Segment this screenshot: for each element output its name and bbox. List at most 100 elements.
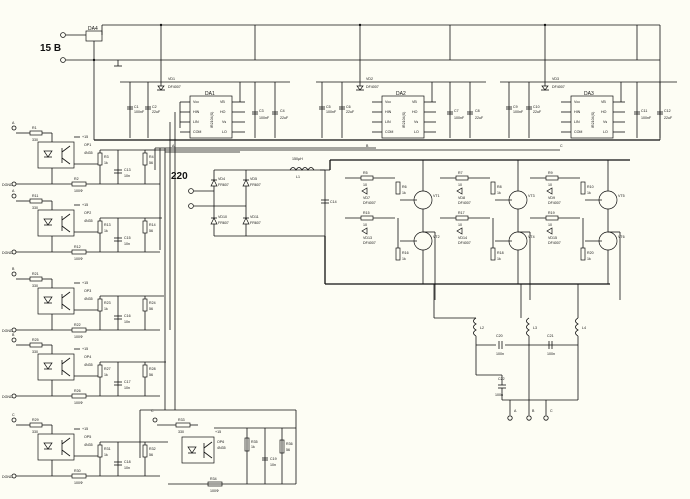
diode-icon <box>546 227 553 235</box>
resistor-label: R12 <box>74 245 81 249</box>
diode-type: DF4007 <box>366 85 379 89</box>
diode-type: FR607 <box>218 183 229 187</box>
output-terminal-a[interactable] <box>507 415 513 421</box>
resistor-collector <box>97 298 103 312</box>
cap-value: 10n <box>124 386 130 390</box>
mains-terminal-1[interactable] <box>188 188 194 194</box>
plus15-terminal[interactable] <box>60 32 66 38</box>
gnd15-terminal[interactable] <box>60 57 66 63</box>
resistor-label: R28 <box>149 367 156 371</box>
diode-icon <box>541 85 549 91</box>
diode-type: DF4007 <box>548 201 561 205</box>
cap-label: C14 <box>330 200 337 204</box>
cap-label: C6 <box>346 105 351 109</box>
mains-label: 220 <box>171 171 188 182</box>
resistor-in <box>29 130 43 136</box>
pin-label: Vcc <box>574 100 580 104</box>
resistor-value: 10 <box>458 223 462 227</box>
gnd-terminal[interactable] <box>11 473 17 479</box>
gnd-terminal[interactable] <box>11 393 17 399</box>
pin-label: Vs <box>414 120 418 124</box>
transistor-label: VT1 <box>433 194 440 198</box>
cap-label: C18 <box>124 460 131 464</box>
mains-terminal-2[interactable] <box>188 203 194 209</box>
pin-label: LIN <box>574 120 580 124</box>
cap-label: C20 <box>496 334 503 338</box>
opto-type: 4N35 <box>84 363 93 367</box>
pin-label: HO <box>412 110 418 114</box>
diode-label: VD5 <box>250 177 257 181</box>
transistor-label: VT4 <box>528 235 535 239</box>
bus-label: A <box>172 144 175 148</box>
input-terminal[interactable] <box>11 417 17 423</box>
resistor-collector <box>97 364 103 378</box>
output-terminal-b[interactable] <box>526 415 532 421</box>
resistor-value: 1k <box>587 257 591 261</box>
resistor-value: 10 <box>363 183 367 187</box>
driver-ref: DA2 <box>396 91 406 97</box>
gnd-terminal[interactable] <box>11 327 17 333</box>
input-terminal[interactable] <box>11 271 17 277</box>
gnd-terminal[interactable] <box>11 181 17 187</box>
cap-value: 100nF <box>454 116 465 120</box>
resistor-value: 10 <box>548 223 552 227</box>
phase-label: B <box>532 409 535 413</box>
resistor-value: 1k <box>587 191 591 195</box>
resistor-series <box>142 364 148 378</box>
pin-label: VB <box>220 100 225 104</box>
pin-label: LO <box>603 130 608 134</box>
cap-label: C10 <box>533 105 540 109</box>
half-bridges: R510VD7DF4007R61kVT1R1510VD13DF4007R161k… <box>345 160 625 300</box>
cap-value: 100n <box>496 352 504 356</box>
cap-value: 22uF <box>152 110 161 114</box>
resistor-label: R9 <box>548 171 553 175</box>
pulldown-high <box>395 181 401 195</box>
gnd-label: DGND <box>2 395 13 399</box>
opto-ref: OP6 <box>217 440 224 444</box>
resistor-label: R7 <box>458 171 463 175</box>
input-terminal[interactable] <box>11 125 17 131</box>
gnd-terminal[interactable] <box>11 249 17 255</box>
resistor-value: 56 <box>149 229 153 233</box>
cap-label: C17 <box>124 380 131 384</box>
diode-icon <box>157 85 165 91</box>
input-terminal[interactable] <box>11 337 17 343</box>
input-label: C <box>12 413 15 417</box>
output-terminal-c[interactable] <box>543 415 549 421</box>
led-icon <box>43 442 53 450</box>
led-icon <box>43 296 53 304</box>
resistor-value: 100Ф <box>74 257 83 261</box>
resistor-label: R13 <box>104 223 111 227</box>
pin-label: COM <box>193 130 201 134</box>
inductor-l3 <box>526 317 530 337</box>
pin-label: Vcc <box>385 100 391 104</box>
input-terminal[interactable] <box>11 193 17 199</box>
resistor-label: R5 <box>363 171 368 175</box>
cap-label: C12 <box>664 109 671 113</box>
bus-label: C <box>560 144 563 148</box>
diode-type: DF4007 <box>552 85 565 89</box>
optocoupler <box>37 287 75 315</box>
chip-part: IR2104(S) <box>591 112 595 128</box>
opto-ref: OP3 <box>84 289 91 293</box>
opto-ref: OP5 <box>84 435 91 439</box>
plus15-label: +15 <box>82 427 88 431</box>
resistor-value: 56 <box>149 307 153 311</box>
pin-label: LO <box>222 130 227 134</box>
resistor-value: 56 <box>149 373 153 377</box>
diode-label: VD15 <box>548 236 557 240</box>
cap-label: C4 <box>280 109 285 113</box>
resistor-label: R17 <box>458 211 465 215</box>
resistor-series <box>142 220 148 234</box>
pulldown-low <box>580 247 586 261</box>
resistor-label: R1 <box>32 126 37 130</box>
opto-ref: OP2 <box>84 211 91 215</box>
input-terminal-c6[interactable] <box>152 417 158 423</box>
gnd-label: DGND <box>2 475 13 479</box>
cap-label: C13 <box>124 168 131 172</box>
gnd-label: DGND <box>2 251 13 255</box>
pulldown-high <box>490 181 496 195</box>
bus-label: B <box>366 144 369 148</box>
